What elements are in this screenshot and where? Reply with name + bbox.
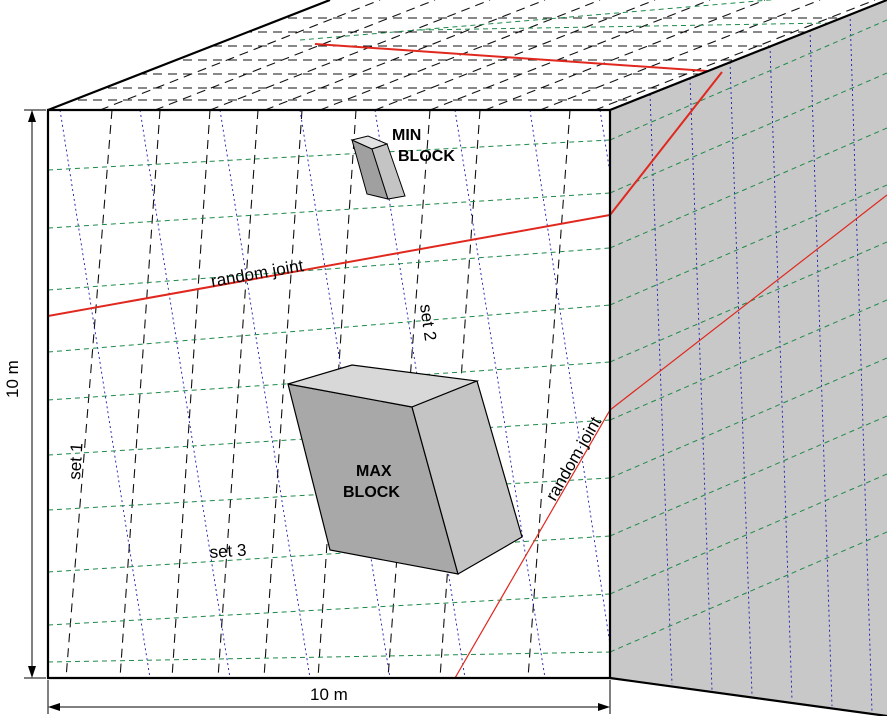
max-block [287,364,523,575]
joint-set-2 [59,110,610,678]
front-face-joints [48,110,610,678]
min-block [350,135,406,200]
max-block-label-2: BLOCK [343,484,400,501]
max-block-label-1: MAX [356,463,392,480]
joint-set-1 [65,110,571,678]
side-face-joints [610,13,887,713]
width-dimension-label: 10 m [310,685,348,704]
cube-outline [46,0,887,718]
set-3-label: set 3 [209,540,247,562]
height-dimension [24,109,46,679]
set-2-label: set 2 [416,303,440,342]
min-block-label-1: MIN [392,127,421,144]
random-joint-label-front: random joint [209,256,305,291]
width-dimension [47,680,611,714]
height-dimension-label: 10 m [3,360,22,398]
random-joint-diagonal-line [454,409,610,678]
joint-set-3 [48,139,610,663]
min-block-label-2: BLOCK [398,148,455,165]
random-joint-label-diagonal: random joint [542,413,605,504]
cube-side-face [610,0,887,716]
set-1-label: set 1 [65,442,87,480]
random-joint-front-line [48,214,610,317]
